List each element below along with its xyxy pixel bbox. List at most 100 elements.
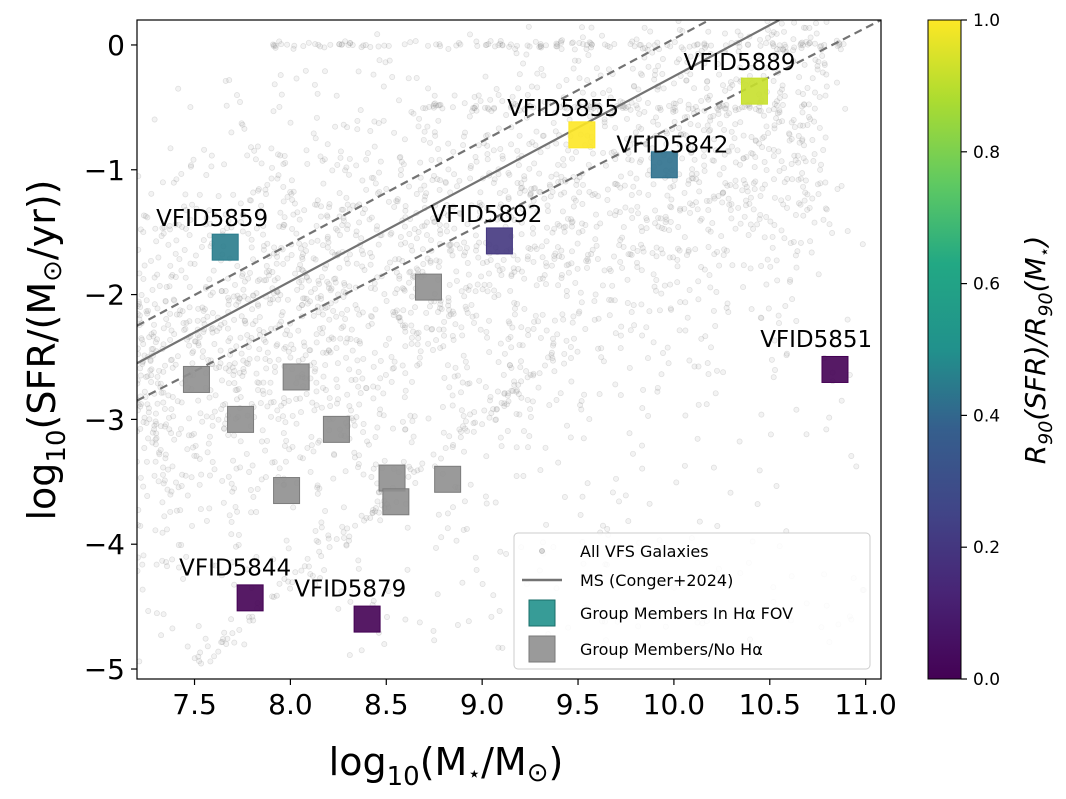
background-galaxy-point bbox=[484, 142, 491, 149]
background-galaxy-point bbox=[308, 239, 315, 246]
background-galaxy-point bbox=[817, 166, 824, 173]
background-galaxy-point bbox=[189, 522, 195, 529]
background-galaxy-point bbox=[484, 132, 491, 138]
background-galaxy-point bbox=[592, 236, 599, 243]
background-galaxy-point bbox=[789, 176, 796, 183]
background-galaxy-point bbox=[530, 325, 537, 332]
background-galaxy-point bbox=[729, 262, 736, 269]
background-galaxy-point bbox=[521, 187, 528, 194]
background-galaxy-point bbox=[268, 175, 275, 182]
background-galaxy-point bbox=[771, 122, 778, 129]
background-galaxy-point bbox=[160, 399, 167, 406]
background-galaxy-point bbox=[353, 260, 360, 267]
background-galaxy-point bbox=[564, 422, 570, 429]
background-galaxy-point bbox=[525, 244, 532, 251]
background-galaxy-point bbox=[498, 443, 505, 450]
background-galaxy-point bbox=[344, 201, 351, 208]
background-galaxy-point bbox=[242, 320, 249, 327]
background-galaxy-point bbox=[384, 614, 390, 620]
background-galaxy-point bbox=[164, 563, 170, 570]
colorbar-tick-label: 0.6 bbox=[973, 275, 1000, 295]
background-galaxy-point bbox=[322, 508, 329, 514]
background-galaxy-point bbox=[241, 125, 248, 132]
background-galaxy-point bbox=[331, 276, 338, 283]
background-galaxy-point bbox=[189, 360, 196, 367]
background-galaxy-point bbox=[229, 364, 236, 371]
background-galaxy-point bbox=[281, 400, 287, 406]
background-galaxy-point bbox=[719, 199, 726, 206]
background-galaxy-point bbox=[370, 363, 377, 370]
background-galaxy-point bbox=[724, 182, 731, 189]
background-galaxy-point bbox=[710, 464, 717, 471]
background-galaxy-point bbox=[184, 492, 191, 499]
background-galaxy-point bbox=[154, 336, 161, 343]
background-galaxy-point bbox=[238, 313, 245, 320]
background-galaxy-point bbox=[349, 347, 356, 354]
background-galaxy-point bbox=[340, 214, 347, 221]
background-galaxy-point bbox=[243, 450, 250, 457]
background-galaxy-point bbox=[574, 348, 581, 355]
background-galaxy-point bbox=[712, 323, 719, 329]
background-galaxy-point bbox=[293, 75, 300, 82]
background-galaxy-point bbox=[542, 362, 548, 369]
background-galaxy-point bbox=[814, 181, 821, 188]
background-galaxy-point bbox=[397, 241, 404, 248]
background-galaxy-point bbox=[773, 102, 780, 109]
background-galaxy-point bbox=[744, 188, 751, 195]
background-galaxy-point bbox=[321, 567, 328, 574]
background-galaxy-point bbox=[513, 410, 520, 417]
background-galaxy-point bbox=[435, 511, 442, 518]
background-galaxy-point bbox=[525, 332, 532, 339]
background-galaxy-point bbox=[218, 288, 225, 295]
x-tick-label: 11.0 bbox=[834, 688, 896, 721]
background-galaxy-point bbox=[527, 103, 534, 110]
background-galaxy-point bbox=[186, 415, 193, 422]
background-galaxy-point bbox=[545, 354, 551, 361]
background-galaxy-point bbox=[681, 189, 688, 196]
background-galaxy-point bbox=[729, 143, 735, 150]
background-galaxy-point bbox=[791, 152, 798, 159]
background-galaxy-point bbox=[475, 254, 482, 261]
background-galaxy-point bbox=[499, 41, 506, 48]
background-galaxy-point bbox=[190, 444, 196, 451]
background-galaxy-point bbox=[552, 128, 559, 135]
background-galaxy-point bbox=[290, 188, 297, 195]
y-tick-label: −1 bbox=[84, 154, 125, 187]
background-galaxy-point bbox=[368, 174, 375, 181]
no-halpha-member-marker bbox=[273, 477, 301, 505]
background-galaxy-point bbox=[466, 380, 473, 387]
background-galaxy-point bbox=[368, 285, 374, 291]
background-galaxy-point bbox=[801, 61, 808, 68]
background-galaxy-point bbox=[137, 458, 140, 465]
background-galaxy-point bbox=[244, 296, 251, 303]
background-galaxy-point bbox=[371, 143, 378, 150]
background-galaxy-point bbox=[175, 85, 182, 92]
background-galaxy-point bbox=[621, 182, 628, 189]
background-galaxy-point bbox=[230, 457, 237, 464]
background-galaxy-point bbox=[326, 395, 333, 402]
background-galaxy-point bbox=[811, 219, 818, 226]
background-galaxy-point bbox=[606, 312, 613, 319]
background-galaxy-point bbox=[495, 125, 502, 132]
background-galaxy-point bbox=[250, 292, 257, 299]
background-galaxy-point bbox=[254, 143, 261, 150]
background-galaxy-point bbox=[593, 211, 599, 218]
background-galaxy-point bbox=[733, 76, 740, 83]
background-galaxy-point bbox=[755, 53, 762, 60]
background-galaxy-point bbox=[516, 132, 523, 139]
background-galaxy-point bbox=[532, 38, 539, 45]
background-galaxy-point bbox=[732, 177, 739, 184]
background-galaxy-point bbox=[402, 239, 409, 246]
background-galaxy-point bbox=[751, 164, 758, 171]
background-galaxy-point bbox=[301, 295, 308, 302]
background-galaxy-point bbox=[326, 204, 332, 211]
background-galaxy-point bbox=[776, 42, 783, 49]
background-galaxy-point bbox=[371, 349, 378, 356]
background-galaxy-point bbox=[796, 139, 803, 146]
background-galaxy-point bbox=[687, 121, 694, 127]
background-galaxy-point bbox=[479, 260, 486, 267]
background-galaxy-point bbox=[797, 201, 804, 208]
background-galaxy-point bbox=[806, 39, 813, 46]
background-galaxy-point bbox=[712, 147, 719, 154]
